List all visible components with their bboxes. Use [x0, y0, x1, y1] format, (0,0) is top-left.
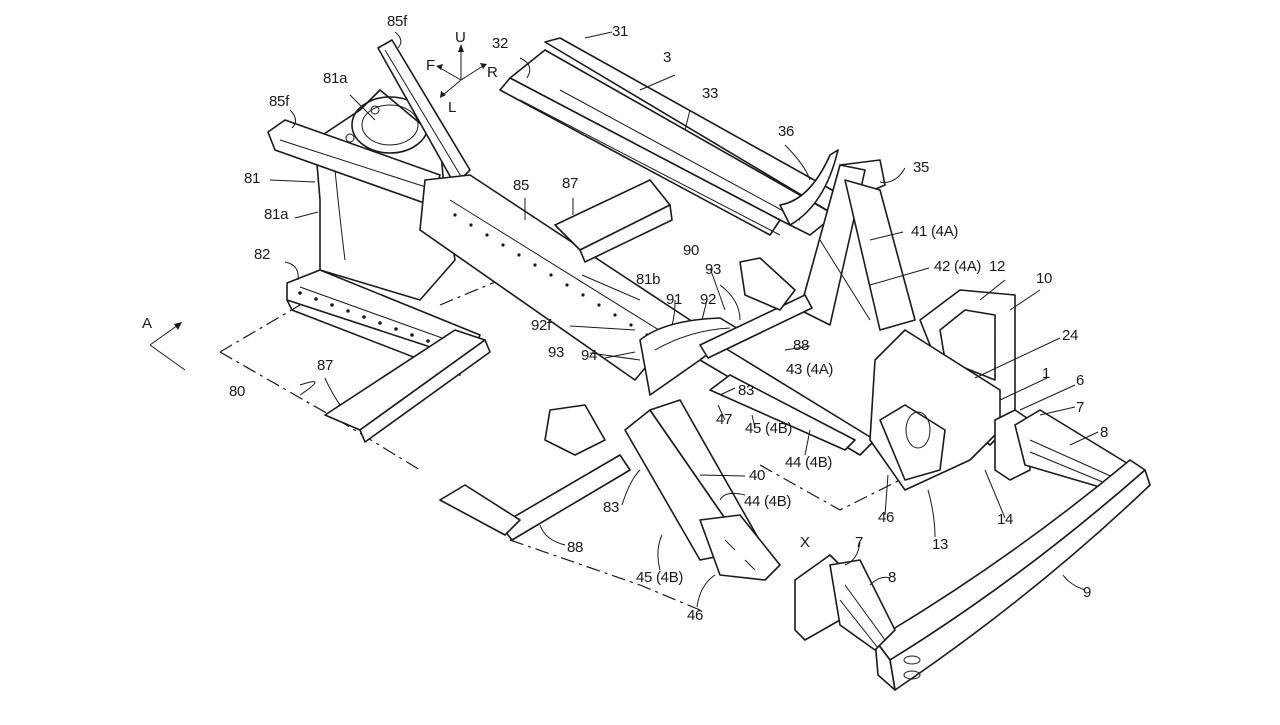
direction-up-label: U: [455, 29, 466, 46]
ref-47: 47: [716, 411, 733, 428]
ref-87-lower: 87: [317, 357, 334, 374]
floor-panel-80: [219, 279, 701, 611]
ref-91: 91: [666, 291, 683, 308]
cross-member-87-upper: [554, 179, 673, 263]
ref-93-upper: 93: [705, 261, 722, 278]
ref-85: 85: [513, 177, 530, 194]
strut-4a: [799, 164, 916, 331]
ref-81b: 81b: [636, 271, 661, 288]
ref-92f: 92f: [531, 317, 551, 334]
view-arrow-label: A: [142, 315, 152, 332]
rivet-dot: [597, 303, 601, 307]
ref-33: 33: [702, 85, 719, 102]
rivet-dot: [549, 273, 553, 277]
crash-box-8-lower: [794, 554, 896, 651]
ref-94: 94: [581, 347, 598, 364]
ref-41-4a: 41 (4A): [911, 223, 959, 240]
brace-88-lower: [439, 454, 631, 541]
ref-83-upper: 83: [738, 382, 755, 399]
ref-45-4b-lower: 45 (4B): [636, 569, 684, 586]
direction-left-label: L: [448, 99, 457, 116]
rivet-dot: [501, 243, 505, 247]
ref-82: 82: [254, 246, 271, 263]
ref-7-lower: 7: [855, 534, 864, 551]
ref-14: 14: [997, 511, 1014, 528]
ref-88-lower: 88: [567, 539, 584, 556]
rivet-dot: [378, 321, 382, 325]
bracket-93: [544, 257, 796, 456]
rivet-dot: [565, 283, 569, 287]
rivet-dot: [394, 327, 398, 331]
ref-81: 81: [244, 170, 261, 187]
ref-3: 3: [663, 49, 672, 66]
rivet-dot: [485, 233, 489, 237]
ref-1: 1: [1042, 365, 1051, 382]
ref-31: 31: [612, 23, 629, 40]
rivet-dot: [453, 213, 457, 217]
ref-46-upper: 46: [878, 509, 895, 526]
ref-85f-top: 85f: [387, 13, 407, 30]
ref-10: 10: [1036, 270, 1053, 287]
ref-44-4b-upper: 44 (4B): [785, 454, 833, 471]
ref-8-upper: 8: [1100, 424, 1109, 441]
brace-88-upper: [699, 294, 813, 359]
ref-81a-mid: 81a: [264, 206, 289, 223]
rivet-dot: [362, 315, 366, 319]
rivet-dot: [426, 339, 430, 343]
ref-40: 40: [749, 467, 766, 484]
cross-member-87-lower: [324, 329, 491, 443]
ref-45-4b-upper: 45 (4B): [745, 420, 793, 437]
view-arrow-a: [149, 322, 186, 371]
ref-92: 92: [700, 291, 717, 308]
ref-88-upper: 88: [793, 337, 810, 354]
ref-42-4a: 42 (4A): [934, 258, 982, 275]
side-sill-82: [286, 269, 481, 376]
upper-frame-3: [499, 37, 851, 236]
ref-12: 12: [989, 258, 1006, 275]
rivet-dot: [314, 297, 318, 301]
ref-85f-left: 85f: [269, 93, 289, 110]
ref-7-upper: 7: [1076, 399, 1085, 416]
ref-80: 80: [229, 383, 246, 400]
ref-6: 6: [1076, 372, 1085, 389]
ref-9: 9: [1083, 584, 1092, 601]
direction-indicator: [436, 44, 487, 98]
member-85f-top: [377, 39, 471, 186]
rivet-dot: [469, 223, 473, 227]
direction-front-label: F: [426, 57, 435, 74]
ref-32: 32: [492, 35, 509, 52]
ref-43-4a: 43 (4A): [786, 361, 834, 378]
rivet-dot: [330, 303, 334, 307]
ref-46-lower: 46: [687, 607, 704, 624]
ref-93-lower: 93: [548, 344, 565, 361]
rivet-dot: [613, 313, 617, 317]
ref-36: 36: [778, 123, 795, 140]
suspension-housing-10: [869, 289, 1016, 491]
leader-lines: [269, 31, 1099, 608]
rivet-dot: [410, 333, 414, 337]
rivet-dot: [517, 253, 521, 257]
section-line-x: [759, 464, 901, 511]
rivet-dot: [533, 263, 537, 267]
direction-rear-label: R: [487, 64, 498, 81]
ref-35: 35: [913, 159, 930, 176]
ref-13: 13: [932, 536, 949, 553]
ref-90: 90: [683, 242, 700, 259]
bumper-beam-9: [874, 459, 1151, 691]
ref-83-lower: 83: [603, 499, 620, 516]
rivet-dot: [581, 293, 585, 297]
rivet-dot: [629, 323, 633, 327]
rivet-dot: [298, 291, 302, 295]
ref-24: 24: [1062, 327, 1079, 344]
section-mark-label: X: [800, 534, 810, 551]
ref-87-upper: 87: [562, 175, 579, 192]
ref-81a-top: 81a: [323, 70, 348, 87]
rivet-dot: [346, 309, 350, 313]
ref-44-4b-lower: 44 (4B): [744, 493, 792, 510]
ref-8-lower: 8: [888, 569, 897, 586]
